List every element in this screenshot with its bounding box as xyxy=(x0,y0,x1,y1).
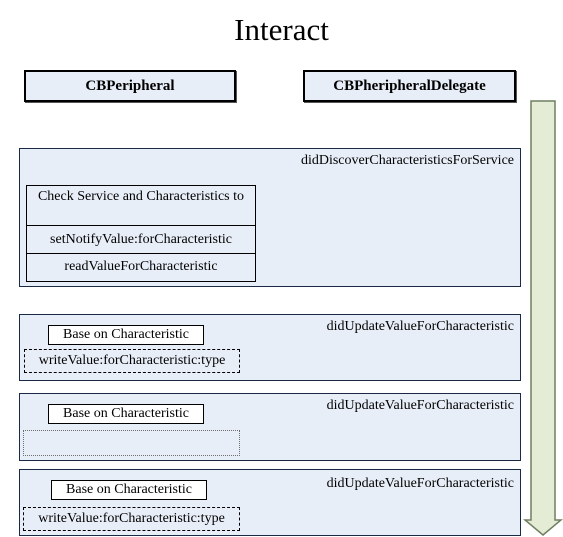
update-value-panel: didUpdateValueForCharacteristic Base on … xyxy=(19,393,521,461)
delegate-callback-label: didDiscoverCharacteristicsForService xyxy=(300,153,514,168)
empty-action-placeholder xyxy=(23,430,240,456)
delegate-callback-label: didUpdateValueForCharacteristic xyxy=(326,319,514,334)
step-stack: Check Service and Characteristics to set… xyxy=(26,185,256,282)
timeline-arrow xyxy=(523,100,563,536)
cbperipheral-header: CBPeripheral xyxy=(24,70,236,102)
update-value-panel: didUpdateValueForCharacteristic Base on … xyxy=(19,469,521,536)
write-value-step: writeValue:forCharacteristic:type xyxy=(23,507,240,531)
base-on-characteristic-label: Base on Characteristic xyxy=(48,404,204,424)
delegate-callback-label: didUpdateValueForCharacteristic xyxy=(326,398,514,413)
write-value-step: writeValue:forCharacteristic:type xyxy=(24,349,240,373)
diagram-title: Interact xyxy=(234,12,329,47)
read-value-step: readValueForCharacteristic xyxy=(64,259,218,274)
set-notify-value-step: setNotifyValue:forCharacteristic xyxy=(27,226,255,254)
base-on-characteristic-label: Base on Characteristic xyxy=(48,325,204,345)
check-service-step: Check Service and Characteristics to xyxy=(27,186,255,226)
discover-characteristics-panel: didDiscoverCharacteristicsForService Che… xyxy=(19,148,521,287)
base-on-characteristic-label: Base on Characteristic xyxy=(51,480,207,500)
update-value-panel: didUpdateValueForCharacteristic Base on … xyxy=(19,314,521,381)
delegate-callback-label: didUpdateValueForCharacteristic xyxy=(326,476,514,491)
cbperipheral-delegate-header: CBPheripheralDelegate xyxy=(303,70,516,102)
